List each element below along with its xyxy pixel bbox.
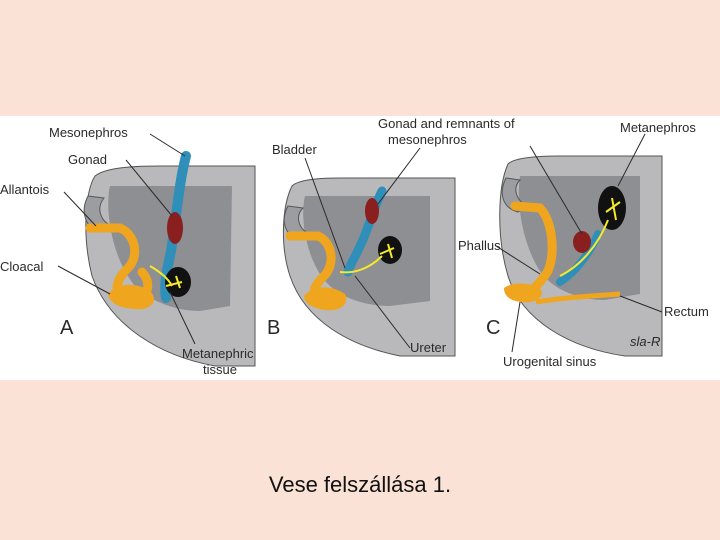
label-ureter: Ureter xyxy=(410,340,447,355)
embryology-figure: sla-R Mesonephros Gonad Allantois Cloaca… xyxy=(0,116,720,380)
label-metanephros: Metanephros xyxy=(620,120,696,135)
label-bladder: Bladder xyxy=(272,142,317,157)
panel-letters: A B C xyxy=(60,317,500,339)
panel-a-drawing xyxy=(83,151,256,367)
panel-letter-c: C xyxy=(486,317,500,339)
panel-letter-b: B xyxy=(267,317,280,339)
slide-caption: Vese felszállása 1. xyxy=(268,472,452,497)
label-rectum: Rectum xyxy=(664,304,709,319)
label-cloacal: Cloacal xyxy=(0,259,43,274)
label-phallus: Phallus xyxy=(458,238,501,253)
label-gonad-remnants: Gonad and remnants of xyxy=(378,116,515,131)
panel-c-drawing: sla-R xyxy=(499,155,663,357)
signature: sla-R xyxy=(630,334,660,349)
label-tissue: tissue xyxy=(203,362,237,377)
leader-lines xyxy=(57,133,663,353)
kidney-ascent-diagram: sla-R Mesonephros Gonad Allantois Cloaca… xyxy=(0,116,709,377)
panel-letter-a: A xyxy=(60,317,74,339)
labels: Mesonephros Gonad Allantois Cloacal Blad… xyxy=(0,116,709,377)
label-allantois: Allantois xyxy=(0,182,50,197)
label-gonad: Gonad xyxy=(68,152,107,167)
label-mesonephros: Mesonephros xyxy=(49,125,128,140)
label-urogenital-sinus: Urogenital sinus xyxy=(503,354,597,369)
panel-b-drawing xyxy=(283,177,456,357)
label-gonad-remnants-line2: mesonephros xyxy=(388,132,467,147)
label-metanephric: Metanephric xyxy=(182,346,254,361)
